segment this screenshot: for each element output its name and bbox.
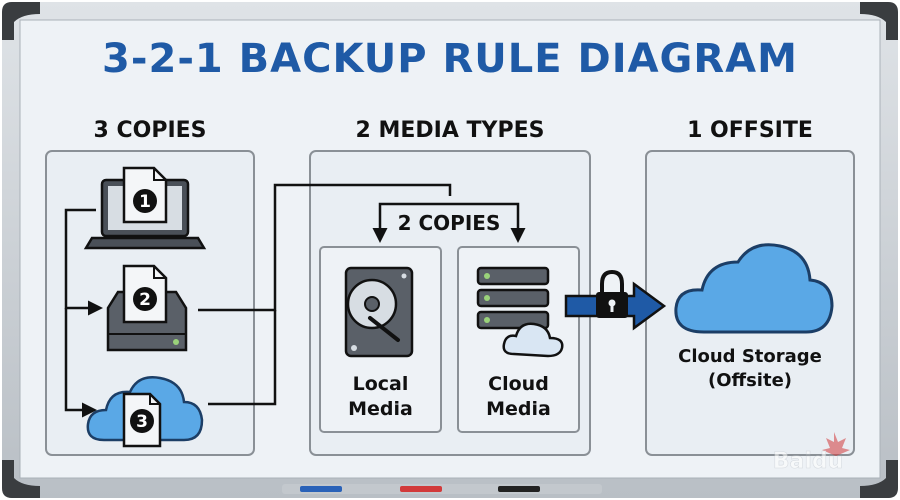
- copy-number-3: 3: [136, 412, 148, 432]
- watermark-text: Baidu: [773, 449, 844, 474]
- copy-badge-3: [130, 409, 154, 433]
- corner-cap-top-left: [2, 2, 40, 40]
- copy-number-1: 1: [139, 192, 151, 212]
- local-media-label-line2: Media: [348, 398, 413, 420]
- cloud-media-label-line2: Media: [486, 398, 551, 420]
- hard-disk-icon: [344, 266, 414, 358]
- offsite-cloud-icon: [674, 243, 834, 334]
- corner-cap-bottom-right: [860, 460, 898, 498]
- local-media-label-line1: Local: [352, 373, 409, 395]
- cloud-storage-label: Cloud Storage (Offsite): [646, 345, 854, 393]
- cloud-storage-label-line2: (Offsite): [707, 370, 793, 391]
- two-copies-label: 2 COPIES: [398, 211, 501, 235]
- offsite-heading: 1 OFFSITE: [687, 118, 813, 143]
- cloud-storage-label-line1: Cloud Storage: [678, 346, 822, 367]
- copy-badge-1: [133, 189, 157, 213]
- black-marker[interactable]: [498, 486, 540, 492]
- corner-cap-bottom-left: [2, 460, 40, 498]
- local-media-label: Local Media: [320, 372, 441, 422]
- connector-copy1-to-copy2: [64, 208, 103, 316]
- two-copies-bracket: [378, 202, 520, 237]
- corner-cap-top-right: [860, 2, 898, 40]
- cloud-media-label: Cloud Media: [458, 372, 579, 422]
- blue-marker[interactable]: [300, 486, 342, 492]
- copy-badge-2: [133, 287, 157, 311]
- document-icon-1: 1: [122, 166, 168, 224]
- document-icon-3: 3: [122, 392, 162, 448]
- cloud-media-label-line1: Cloud: [488, 373, 549, 395]
- connector-copy2-to-media: [198, 183, 452, 312]
- server-cloud-icon: [476, 266, 564, 358]
- lock-icon: [596, 269, 628, 318]
- media-types-heading: 2 MEDIA TYPES: [355, 118, 545, 143]
- bracket-label-bg: [392, 209, 506, 237]
- document-icon-2: 2: [122, 264, 168, 324]
- diagram-title: 3-2-1 BACKUP RULE DIAGRAM: [102, 36, 798, 82]
- red-marker[interactable]: [400, 486, 442, 492]
- connector-copy3-to-media: [208, 310, 277, 406]
- copy-number-2: 2: [139, 290, 151, 310]
- connector-copy1-to-copy3: [64, 308, 97, 418]
- copies-heading: 3 COPIES: [93, 118, 207, 143]
- watermark: Baidu: [772, 432, 850, 474]
